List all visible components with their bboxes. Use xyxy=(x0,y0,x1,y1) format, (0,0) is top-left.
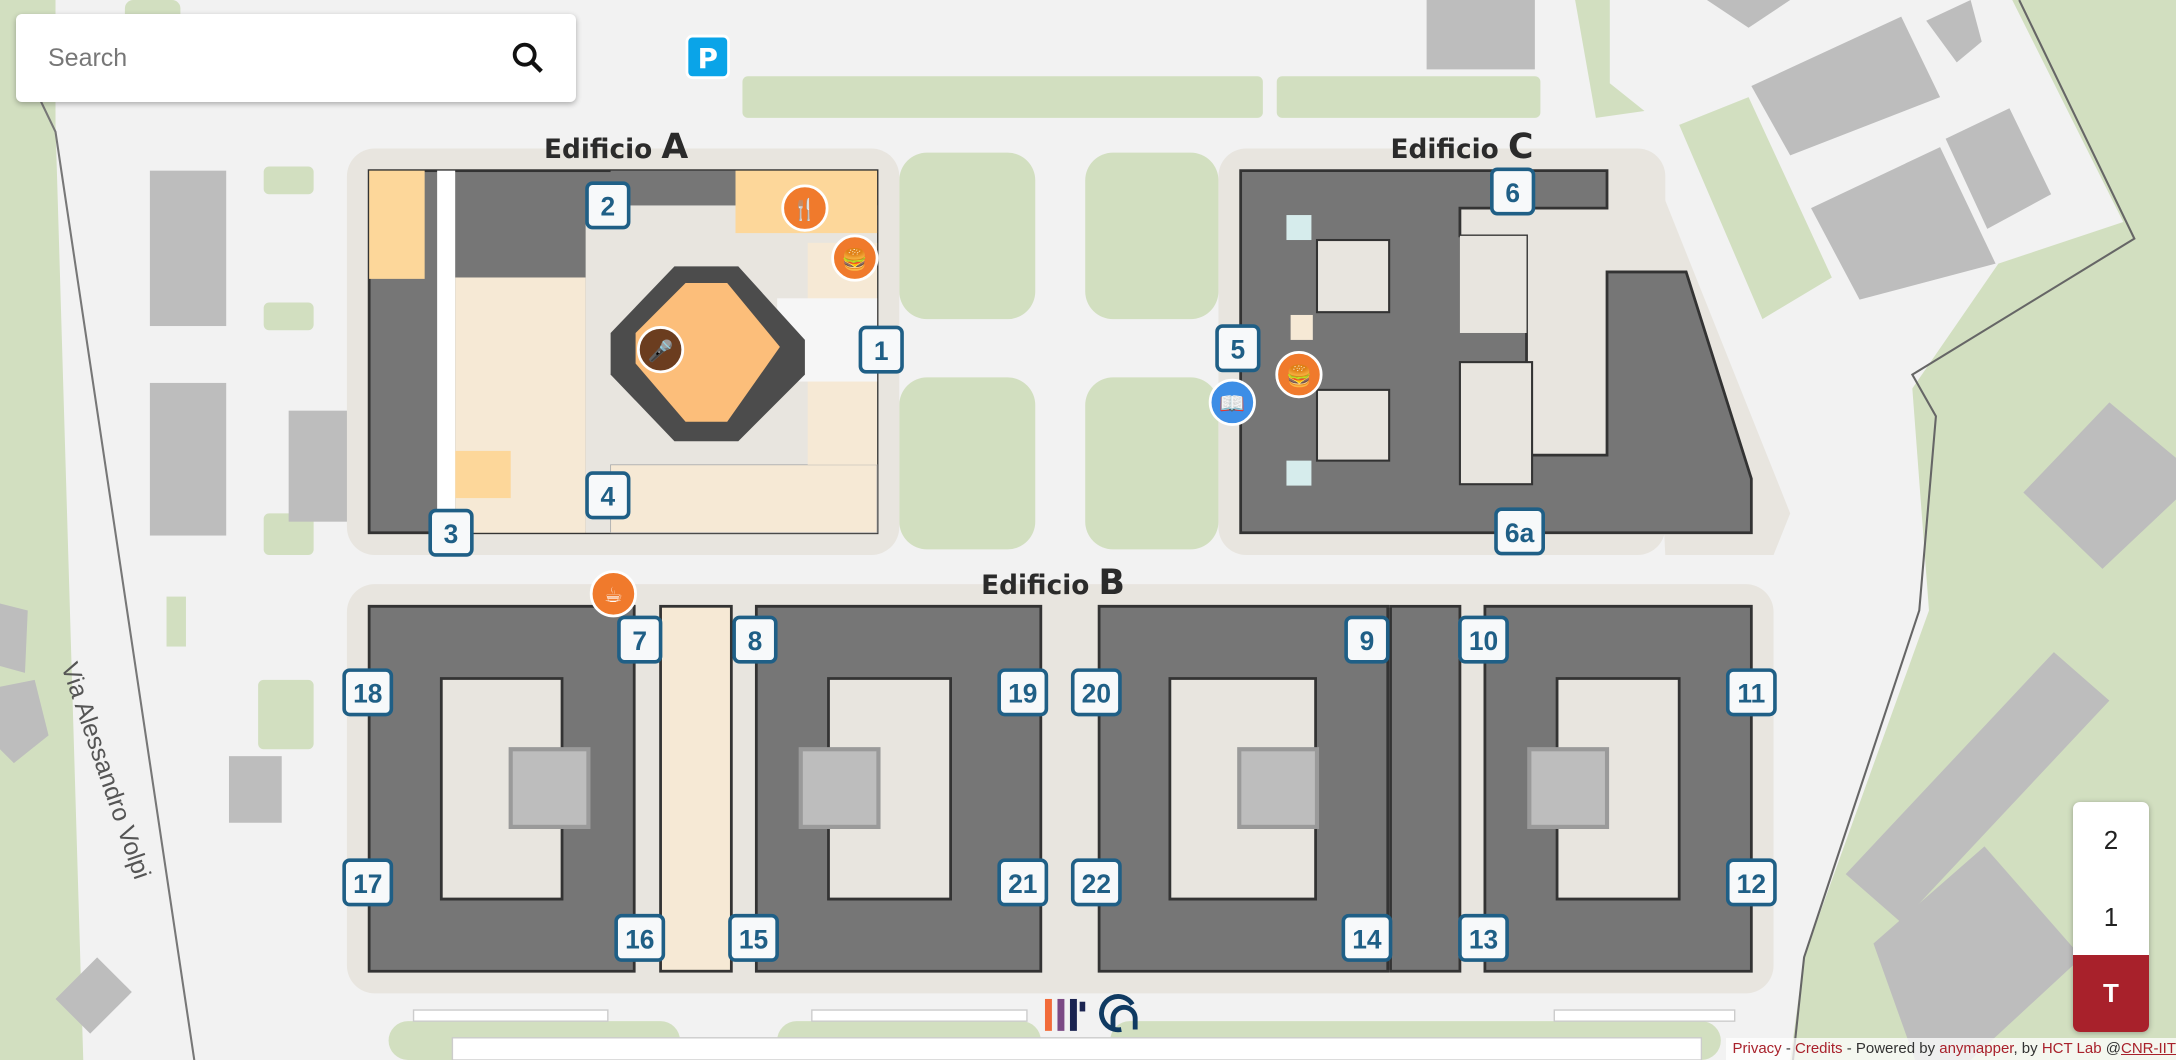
attrib-powered: - Powered by xyxy=(1842,1040,1940,1057)
entrance-marker[interactable]: 12 xyxy=(1725,858,1777,907)
svg-text:🍴: 🍴 xyxy=(792,198,818,223)
hct-lab-link[interactable]: HCT Lab xyxy=(2041,1040,2102,1057)
fast-food-icon[interactable]: 🍔 xyxy=(1275,351,1323,399)
search-input[interactable] xyxy=(46,42,508,74)
library-icon[interactable]: 📖 xyxy=(1208,378,1256,426)
credits-link[interactable]: Credits xyxy=(1795,1040,1843,1057)
entrance-label: 20 xyxy=(1082,679,1111,709)
building-b-title: Edificio B xyxy=(981,563,1125,603)
parking-icon[interactable]: P xyxy=(685,34,730,80)
microphone-icon[interactable]: 🎤 xyxy=(636,326,685,374)
svg-text:P: P xyxy=(698,42,718,75)
svg-text:🍔: 🍔 xyxy=(1286,364,1312,388)
building-a-title: Edificio A xyxy=(544,127,688,167)
entrance-marker[interactable]: 2 xyxy=(585,181,631,230)
entrance-marker[interactable]: 9 xyxy=(1344,615,1390,664)
entrance-label: 3 xyxy=(444,519,459,549)
entrance-marker[interactable]: 13 xyxy=(1458,913,1509,962)
entrance-marker[interactable]: 15 xyxy=(728,913,779,962)
entrance-label: 2 xyxy=(600,192,615,222)
entrance-marker[interactable]: 8 xyxy=(732,615,778,664)
search-icon[interactable] xyxy=(508,38,548,78)
svg-text:☕: ☕ xyxy=(604,583,623,607)
floor-t-button[interactable]: T xyxy=(2073,955,2149,1032)
building-c-title: Edificio C xyxy=(1391,127,1534,167)
iit-logo xyxy=(1044,998,1086,1031)
entrance-label: 8 xyxy=(748,626,763,656)
attrib-sep: - xyxy=(1781,1040,1796,1057)
entrance-label: 15 xyxy=(739,924,768,954)
entrance-marker[interactable]: 11 xyxy=(1725,668,1777,717)
parking-stalls xyxy=(412,1009,1736,1060)
entrance-marker[interactable]: 17 xyxy=(342,858,394,907)
coffee-icon[interactable]: ☕ xyxy=(589,570,637,618)
building-c[interactable] xyxy=(1239,169,1753,535)
entrance-label: 5 xyxy=(1231,335,1246,365)
entrance-label: 17 xyxy=(353,869,382,899)
entrance-marker[interactable]: 21 xyxy=(997,858,1049,907)
fast-food-icon[interactable]: 🍔 xyxy=(831,234,879,282)
cnr-iit-link[interactable]: CNR-IIT xyxy=(2121,1040,2176,1057)
entrance-marker[interactable]: 10 xyxy=(1458,615,1509,664)
cnr-logo xyxy=(1099,994,1138,1033)
entrance-label: 7 xyxy=(632,626,647,656)
entrance-marker[interactable]: 1 xyxy=(858,325,904,374)
entrance-marker[interactable]: 6 xyxy=(1490,167,1536,216)
entrance-label: 13 xyxy=(1469,924,1498,954)
entrance-label: 21 xyxy=(1008,869,1037,899)
entrance-label: 12 xyxy=(1737,869,1766,899)
poi-icons: P 🍴 🍔 🍔 📖 🎤 ☕ xyxy=(589,34,1323,618)
floor-selector[interactable]: 2 1 T xyxy=(2073,802,2149,1032)
floor-2-button[interactable]: 2 xyxy=(2103,824,2119,855)
entrance-label: 11 xyxy=(1737,679,1765,709)
attrib-at: @ xyxy=(2101,1040,2121,1057)
entrance-marker[interactable]: 7 xyxy=(617,615,663,664)
entrance-label: 6 xyxy=(1505,178,1520,208)
entrance-label: 16 xyxy=(625,924,654,954)
attribution: Privacy - Credits - Powered by anymapper… xyxy=(1726,1038,2176,1060)
entrance-label: 10 xyxy=(1469,626,1498,656)
attrib-by: , by xyxy=(2013,1040,2042,1057)
entrance-marker[interactable]: 20 xyxy=(1070,668,1122,717)
entrance-marker[interactable]: 19 xyxy=(997,668,1049,717)
entrance-label: 18 xyxy=(353,679,382,709)
entrance-marker[interactable]: 6a xyxy=(1494,507,1545,556)
svg-text:📖: 📖 xyxy=(1219,392,1245,416)
floor-1-button[interactable]: 1 xyxy=(2103,901,2119,932)
entrance-marker[interactable]: 18 xyxy=(342,668,394,717)
entrance-marker[interactable]: 14 xyxy=(1341,913,1393,962)
entrance-label: 22 xyxy=(1082,869,1111,899)
entrance-label: 14 xyxy=(1352,924,1382,954)
road-line xyxy=(1791,0,2136,1060)
privacy-link[interactable]: Privacy xyxy=(1732,1040,1782,1057)
svg-text:🎤: 🎤 xyxy=(648,338,674,363)
entrance-marker[interactable]: 16 xyxy=(614,913,666,962)
street-line xyxy=(37,96,196,1060)
entrance-marker[interactable]: 5 xyxy=(1215,324,1261,373)
entrance-marker[interactable]: 3 xyxy=(428,508,474,557)
entrance-label: 4 xyxy=(600,482,615,512)
entrance-label: 6a xyxy=(1505,518,1535,548)
building-b[interactable] xyxy=(367,604,1753,973)
entrance-label: 1 xyxy=(874,336,889,366)
anymapper-link[interactable]: anymapper xyxy=(1939,1040,2014,1057)
restaurant-icon[interactable]: 🍴 xyxy=(781,184,829,232)
courtyard-blocks xyxy=(508,747,1610,829)
entrance-label: 19 xyxy=(1008,679,1037,709)
svg-text:🍔: 🍔 xyxy=(842,247,868,271)
search-box[interactable] xyxy=(16,14,576,102)
entrance-marker[interactable]: 22 xyxy=(1070,858,1122,907)
entrance-marker[interactable]: 4 xyxy=(585,471,631,520)
entrance-label: 9 xyxy=(1360,626,1375,656)
